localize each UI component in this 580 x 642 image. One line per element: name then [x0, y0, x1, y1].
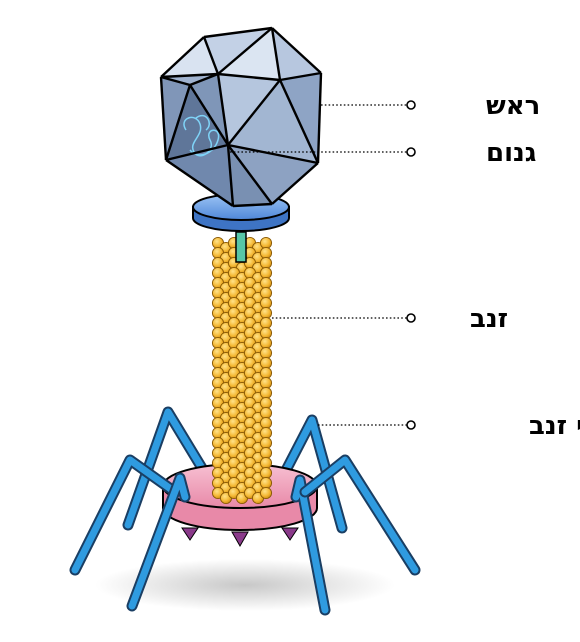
tail-bead [259, 246, 273, 260]
front-tail-fibers [69, 454, 421, 616]
label-head: ראש [486, 91, 540, 121]
leader-lines [230, 100, 416, 430]
tail-bead [259, 356, 273, 370]
tail-core [235, 231, 247, 263]
tail-bead [259, 456, 273, 470]
label-genome: גנום [486, 138, 536, 168]
tail-bead [259, 286, 273, 300]
tail-bead [259, 406, 273, 420]
tail-bead [259, 396, 273, 410]
tail-bead [259, 336, 273, 350]
tail-bead [259, 386, 273, 400]
capsid-head [159, 26, 323, 208]
label-tail-fibers: סיבי זנב [529, 411, 580, 441]
tail-bead [259, 466, 273, 480]
tail-bead [259, 326, 273, 340]
tail-bead [259, 236, 273, 250]
tail-bead [259, 366, 273, 380]
tail-bead [259, 306, 273, 320]
tail-bead [259, 446, 273, 460]
tail-bead [259, 476, 273, 490]
genome-strand [183, 114, 220, 157]
back-tail-fibers [122, 406, 348, 534]
tail-bead [259, 426, 273, 440]
tail-bead [259, 296, 273, 310]
tail-bead [259, 256, 273, 270]
tail-bead [259, 416, 273, 430]
tail-bead [259, 316, 273, 330]
tail-bead [259, 266, 273, 280]
tail-bead [259, 376, 273, 390]
tail-bead [259, 486, 273, 500]
tail-bead [259, 346, 273, 360]
tail-sheath [211, 236, 273, 505]
tail-bead [259, 276, 273, 290]
tail-bead [259, 436, 273, 450]
label-tail: זנב [470, 304, 508, 334]
